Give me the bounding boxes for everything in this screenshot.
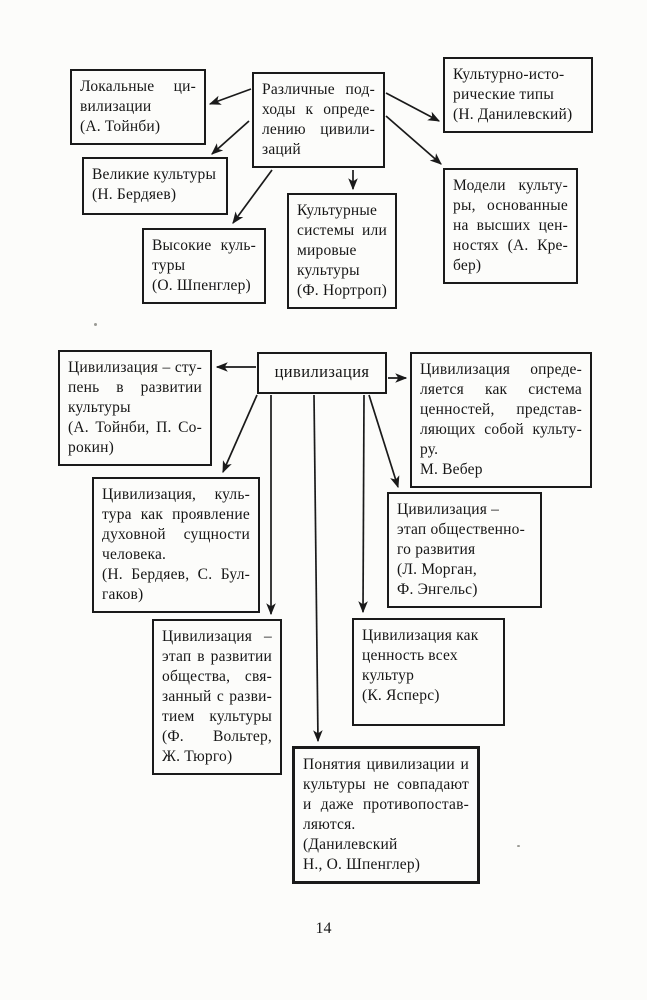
- text-line: этап общественно-: [397, 521, 525, 538]
- box-civilization-center: цивилизация: [257, 352, 387, 394]
- text-line: рические типы: [453, 86, 554, 103]
- text-line: Локальные ци-: [80, 78, 196, 95]
- box-local-civilizations: Локальные ци-вилизации (А. Тойнби): [70, 69, 206, 145]
- text-line: ходы к опреде-: [262, 101, 375, 118]
- text-line: (Л. Морган,: [397, 561, 477, 578]
- box-system-of-values-text: Цивилизация опреде-ляется как система цен…: [420, 360, 582, 460]
- text-line: на высших цен-: [453, 217, 568, 234]
- text-line: Различные под-: [262, 81, 375, 98]
- box-cultural-systems: Культурные системы или мировые культуры (Ф. …: [287, 193, 397, 309]
- text-line: (Ф. Вольтер,: [162, 728, 272, 745]
- text-line: духовной сущности: [102, 526, 250, 543]
- text-line: (Ф. Нортроп): [297, 282, 387, 299]
- text-line: ляется как система: [420, 381, 582, 398]
- arrow-approaches-to-types: [385, 92, 441, 122]
- text-line: Великие культуры: [92, 166, 217, 183]
- text-line: (А. Тойнби): [80, 118, 161, 135]
- text-line: (Н. Данилевский): [453, 106, 573, 123]
- text-line: (О. Шпенглер): [152, 277, 251, 294]
- arrow-approaches-to-high-cultures: [232, 169, 273, 224]
- box-social-development-stage: Цивилизация – этап общественно-го развити…: [387, 492, 542, 608]
- text-line: ляющих собой культу-: [420, 421, 582, 438]
- text-line: Модели культу-: [453, 177, 568, 194]
- text-line: вилизации: [80, 98, 152, 115]
- text-line: Цивилизация –: [397, 501, 500, 518]
- text-line: ру.: [420, 441, 439, 458]
- arrow-civ-to-social-development: [368, 394, 400, 489]
- text-line: пень в развитии: [68, 379, 202, 396]
- scan-speck: [94, 323, 97, 326]
- text-line: этап в развитии: [162, 648, 272, 665]
- text-line: го развития: [397, 541, 476, 558]
- text-line: Н., О. Шпенглер): [303, 856, 421, 873]
- text-line: культуры: [68, 399, 131, 416]
- scan-speck: [517, 845, 520, 847]
- text-line: (Н. Бердяев, С. Бул-: [102, 566, 250, 583]
- arrow-civ-to-spiritual-essence: [222, 394, 258, 474]
- text-line: Высокие куль-: [152, 237, 256, 254]
- box-approaches-to-definition: Различные под-ходы к опреде-лению цивили…: [252, 72, 385, 168]
- box-concepts-opposed: Понятия цивилизации и культуры не совпада…: [292, 746, 480, 884]
- text-line: и даже противопостав-: [303, 796, 469, 813]
- box-system-of-values-author: М. Вебер: [420, 461, 483, 478]
- box-value-of-all-cultures: Цивилизация как ценность всех культур (К. Я…: [352, 618, 505, 726]
- box-great-cultures: Великие культуры (Н. Бердяев): [82, 157, 228, 215]
- text-line: занный с разви-: [162, 688, 272, 705]
- text-line: рокин): [68, 439, 114, 456]
- text-line: Цивилизация –: [162, 628, 272, 645]
- text-line: бер): [453, 257, 482, 274]
- text-line: ляются.: [303, 816, 356, 833]
- text-line: культуры: [297, 262, 360, 279]
- arrow-approaches-to-local-civilizations: [208, 88, 252, 105]
- text-line: Ж. Тюрго): [162, 748, 233, 765]
- text-line: ценностей, представ-: [420, 401, 582, 418]
- text-line: мировые: [297, 242, 357, 259]
- text-line: туры: [152, 257, 186, 274]
- text-line: (А. Тойнби, П. Со-: [68, 419, 202, 436]
- text-line: гаков): [102, 586, 144, 603]
- text-line: (К. Ясперс): [362, 687, 440, 704]
- arrow-civ-to-value-of-all-cultures: [358, 394, 368, 614]
- text-line: культур: [362, 667, 415, 684]
- text-line: лению цивили-: [262, 121, 375, 138]
- text-line: ценность всех: [362, 647, 458, 664]
- text-line: человека.: [102, 546, 167, 563]
- text-line: культуры не совпадают: [303, 776, 469, 793]
- arrow-approaches-to-culture-models: [385, 115, 442, 165]
- text-line: тура как проявление: [102, 506, 250, 523]
- text-line: ностях (А. Кре-: [453, 237, 568, 254]
- box-high-cultures: Высокие куль-туры (О. Шпенглер): [142, 228, 266, 304]
- text-line: Цивилизация опреде-: [420, 361, 582, 378]
- text-line: ры, основанные: [453, 197, 568, 214]
- text-line: Понятия цивилизации и: [303, 756, 469, 773]
- text-line: Цивилизация как: [362, 627, 479, 644]
- text-line: общества, свя-: [162, 668, 272, 685]
- box-cultural-historical-types: Культурно-исто-рические типы (Н. Данилевс…: [443, 57, 593, 133]
- box-spiritual-essence: Цивилизация, куль-тура как проявление дух…: [92, 477, 260, 613]
- text-line: тием культуры: [162, 708, 272, 725]
- text-line: Культурные: [297, 202, 378, 219]
- text-line: Цивилизация – сту-: [68, 359, 202, 376]
- text-line: Культурно-исто-: [453, 66, 565, 83]
- box-society-development-stage: Цивилизация – этап в развитии общества, св…: [152, 619, 282, 775]
- box-stage-of-culture: Цивилизация – сту-пень в развитии культур…: [58, 350, 212, 466]
- text-line: Ф. Энгельс): [397, 581, 478, 598]
- arrow-civ-to-concepts-opposed: [313, 394, 323, 743]
- text-line: заций: [262, 141, 301, 158]
- text-line: Цивилизация, куль-: [102, 486, 250, 503]
- text-line: (Данилевский: [303, 836, 398, 853]
- arrow-approaches-to-great-cultures: [211, 120, 250, 155]
- text-line: (Н. Бердяев): [92, 186, 177, 203]
- box-system-of-values: Цивилизация опреде-ляется как система цен…: [410, 352, 592, 488]
- page-number: 14: [315, 920, 332, 937]
- text-line: системы или: [297, 222, 387, 239]
- box-culture-models: Модели культу-ры, основанные на высших це…: [443, 168, 578, 284]
